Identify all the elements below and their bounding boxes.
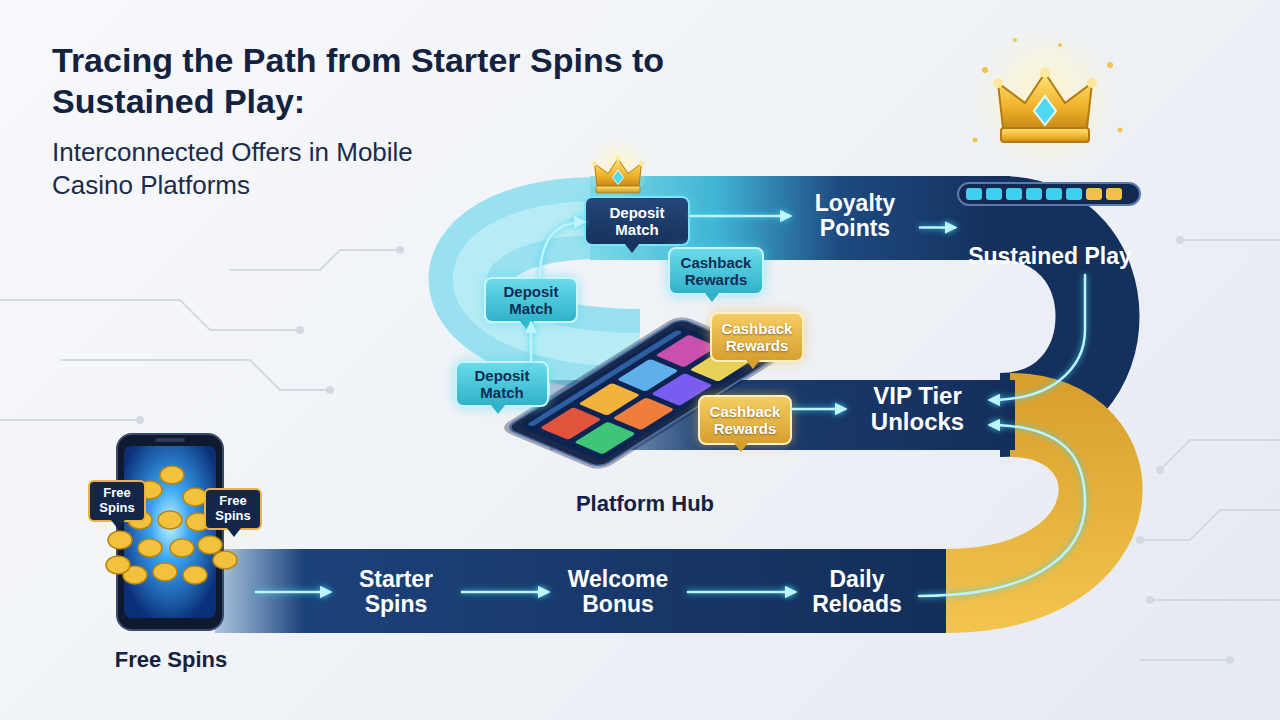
flow-arrow — [792, 408, 845, 411]
node-text: Free Spins — [115, 647, 227, 672]
goal-stage: Sustained Play — [955, 180, 1145, 275]
flow-arrow — [530, 323, 533, 361]
flow-arrow — [462, 591, 548, 594]
bottom-band — [215, 549, 946, 633]
big-crown — [970, 25, 1123, 175]
free-spins-bubble: Free Spins — [204, 488, 262, 530]
path-stage: Loyalty Points — [790, 185, 920, 247]
free-spins-bubble: Free Spins — [88, 480, 146, 522]
progress-bar — [958, 183, 1140, 205]
offer-bubble: Cashback Rewards — [668, 247, 764, 295]
flow-arrow — [919, 425, 1085, 596]
node-text: Sustained Play — [968, 244, 1132, 269]
diagram-title: Tracing the Path from Starter Spins to S… — [52, 40, 752, 122]
node-text: Welcome Bonus — [554, 567, 682, 618]
flow-arrow — [990, 275, 1085, 400]
node-text: Deposit Match — [460, 367, 544, 402]
node-text: Free Spins — [208, 494, 258, 524]
phone-node: Free SpinsFree SpinsFree Spins — [86, 432, 256, 676]
node-text: Cashback Rewards — [673, 254, 759, 289]
node-text: Loyalty Points — [796, 191, 914, 242]
flow-arrow — [690, 215, 790, 218]
offer-bubble: Deposit Match — [484, 277, 578, 323]
node-text: Daily Reloads — [801, 567, 913, 618]
offer-bubble: Cashback Rewards — [698, 395, 792, 445]
offer-bubble: Deposit Match — [584, 196, 690, 246]
flow-arrow — [688, 591, 795, 594]
node-text: Deposit Match — [589, 204, 685, 239]
path-stage: VIP Tier Unlocks — [845, 378, 990, 440]
path-stage: Welcome Bonus — [548, 560, 688, 624]
node-text: VIP Tier Unlocks — [851, 383, 984, 436]
node-text: Cashback Rewards — [715, 320, 799, 355]
path-stage: Daily Reloads — [795, 560, 919, 624]
path-stage: Starter Spins — [330, 560, 462, 624]
top-band — [590, 176, 1010, 260]
offer-bubble: Cashback Rewards — [710, 312, 804, 362]
offer-bubble: Deposit Match — [455, 361, 549, 407]
small-crown — [586, 136, 650, 200]
node-text: Platform Hub — [576, 491, 714, 516]
flow-arrow — [540, 222, 584, 277]
subtitle-text: Interconnected Offers in Mobile Casino P… — [52, 136, 432, 201]
node-text: Deposit Match — [489, 283, 573, 318]
node-text: Free Spins — [92, 486, 142, 516]
flow-arrow — [920, 226, 955, 229]
flow-arrow — [256, 591, 330, 594]
node-text: Starter Spins — [336, 567, 456, 618]
node-text: Cashback Rewards — [703, 403, 787, 438]
